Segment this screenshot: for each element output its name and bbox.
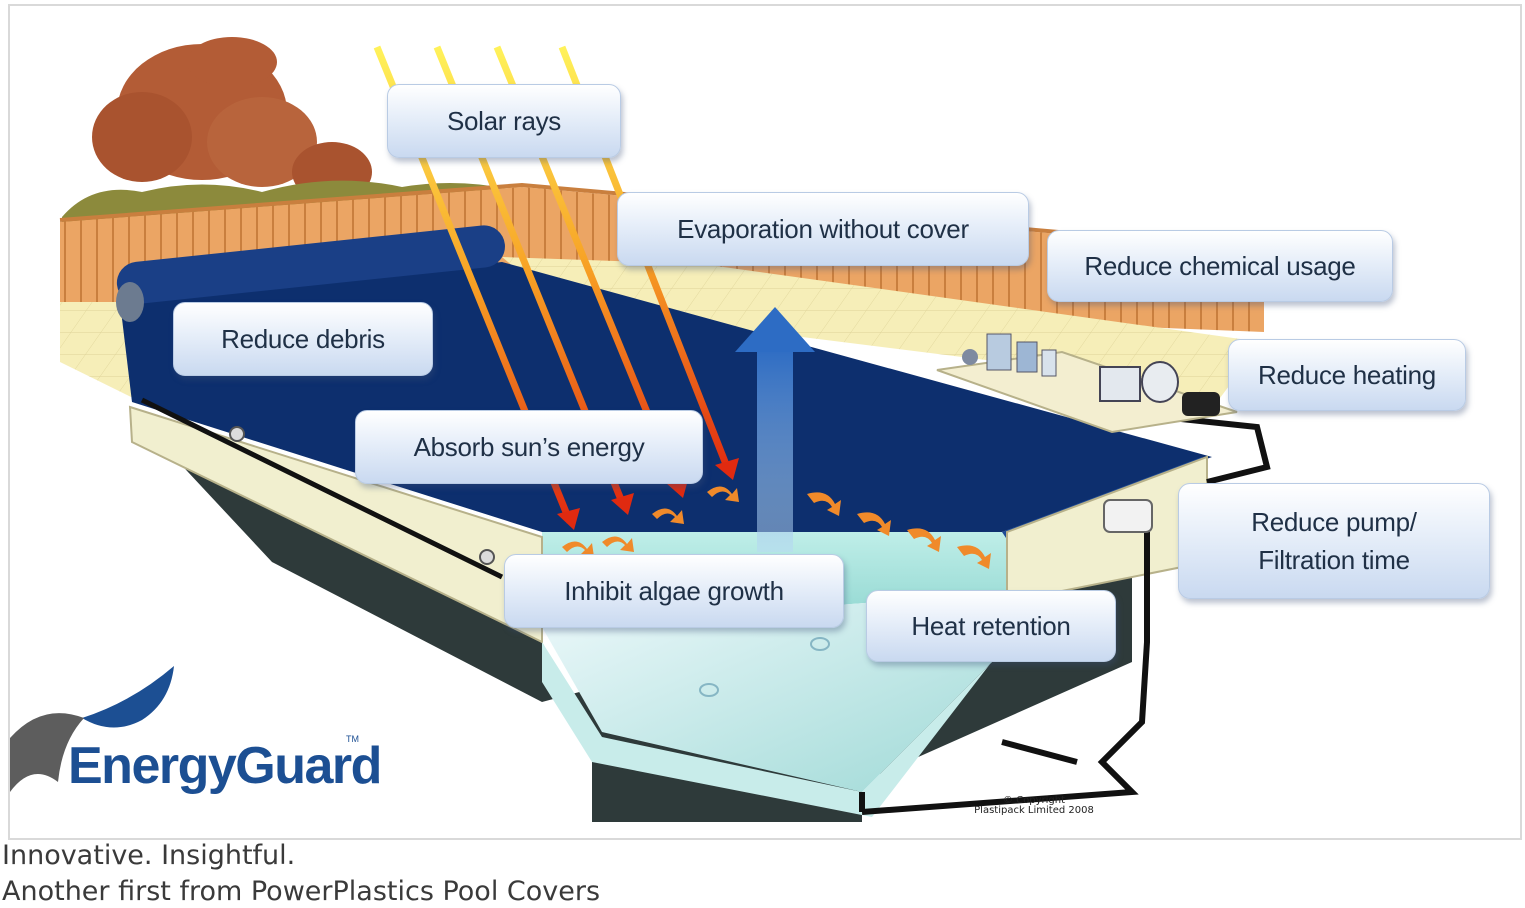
skimmer <box>1103 499 1153 533</box>
pool-illustration <box>10 37 1271 822</box>
tagline-line1: Innovative. Insightful. <box>2 840 296 871</box>
evaporation-arrow <box>735 307 815 552</box>
side-rail <box>140 397 504 580</box>
label-heat-retention: Heat retention <box>866 590 1116 662</box>
label-evaporation: Evaporation without cover <box>617 192 1029 266</box>
trademark-symbol: TM <box>346 734 359 744</box>
pump-heater <box>1099 361 1220 416</box>
label-reduce-pump-line1: Reduce pump/ <box>1251 507 1417 537</box>
label-reduce-heating: Reduce heating <box>1228 339 1466 411</box>
label-reduce-pump: Reduce pump/ Filtration time <box>1178 483 1490 599</box>
copyright-line2: Plastipack Limited 2008 <box>974 805 1094 816</box>
chemical-bottles <box>962 333 1057 377</box>
label-reduce-chemical: Reduce chemical usage <box>1047 230 1393 302</box>
logo-swoosh <box>10 666 174 792</box>
energyguard-logo-text: EnergyGuard <box>68 737 382 795</box>
tree-foliage <box>92 37 372 202</box>
label-reduce-pump-line2: Filtration time <box>1258 545 1410 575</box>
label-solar-rays: Solar rays <box>387 84 621 158</box>
diagram-frame: Solar rays Evaporation without cover Red… <box>8 4 1522 840</box>
copyright-line1: © Copyright <box>1002 795 1066 806</box>
label-absorb-energy: Absorb sun’s energy <box>355 410 703 484</box>
label-reduce-debris: Reduce debris <box>173 302 433 376</box>
tagline-line2: Another first from PowerPlastics Pool Co… <box>2 876 601 907</box>
heat-swirls <box>562 486 991 569</box>
copyright-notice: © Copyright Plastipack Limited 2008 <box>954 796 1114 816</box>
label-inhibit-algae: Inhibit algae growth <box>504 554 844 628</box>
cover-roller <box>116 225 505 304</box>
